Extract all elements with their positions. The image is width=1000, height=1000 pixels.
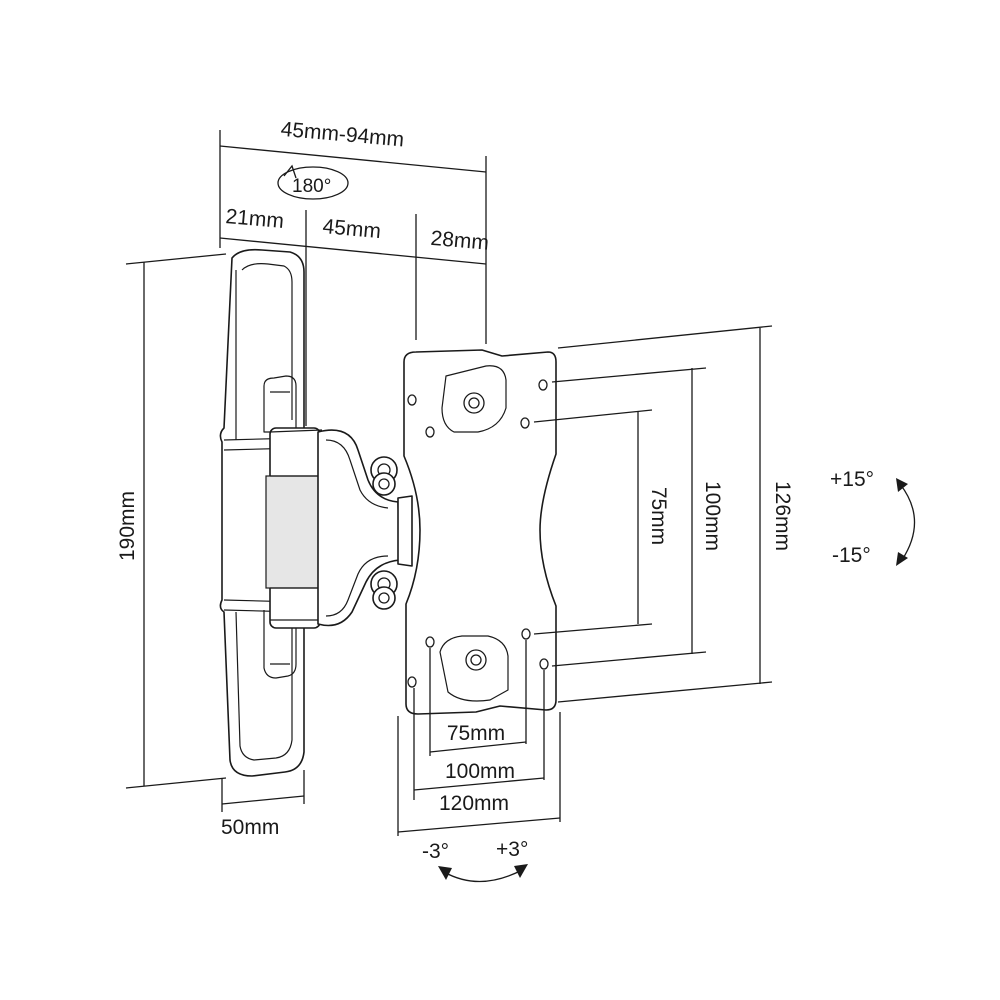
swivel-arm [265, 427, 413, 629]
vesa-v-100-label: 100mm [701, 481, 724, 551]
wall-plate [219, 248, 305, 777]
level-rotation-arrow-icon [438, 864, 528, 883]
plate-height-126-label: 126mm [771, 481, 794, 551]
depth-part-a-label: 21mm [225, 205, 285, 233]
tilt-up-label: +15° [830, 468, 874, 491]
level-minus-label: -3° [422, 840, 449, 863]
level-plus-label: +3° [496, 838, 528, 861]
depth-range-label: 45mm-94mm [280, 118, 405, 152]
vesa-plate [403, 349, 557, 715]
dimension-lines [125, 130, 773, 836]
vesa-h-75-label: 75mm [447, 722, 505, 745]
swivel-label: 180° [292, 176, 331, 197]
wall-plate-height-label: 190mm [116, 491, 139, 561]
tilt-arrow-icon [896, 478, 916, 566]
vesa-v-75-label: 75mm [647, 487, 670, 545]
vesa-h-120-label: 120mm [439, 792, 509, 815]
depth-part-b-label: 45mm [322, 215, 382, 243]
vesa-h-100-label: 100mm [445, 760, 515, 783]
swivel-rotation-icon [277, 164, 349, 200]
knob-top [370, 456, 398, 496]
tilt-down-label: -15° [832, 544, 871, 567]
depth-part-c-label: 28mm [430, 227, 490, 255]
knob-bottom [370, 570, 398, 610]
wall-plate-width-label: 50mm [221, 816, 279, 839]
